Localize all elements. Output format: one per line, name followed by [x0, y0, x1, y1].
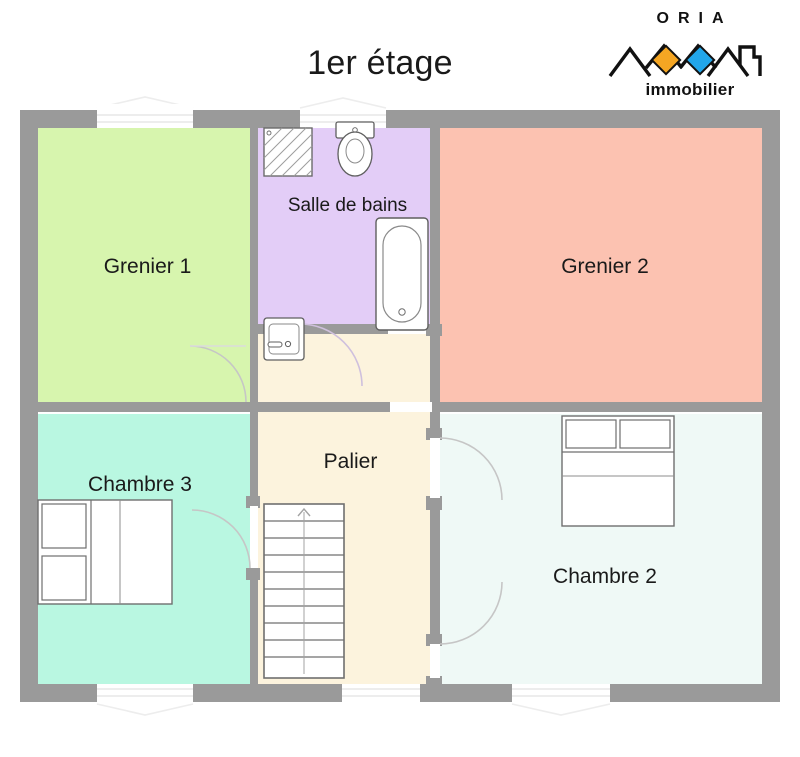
window-chambre3-bottom: [96, 684, 194, 716]
window-top-left-sill: [97, 104, 193, 110]
interior-walls: [20, 118, 780, 688]
jamb-a: [246, 402, 260, 412]
windows: [96, 96, 611, 716]
door-swing-arcs: [189, 323, 503, 645]
wall-top-c: [386, 110, 780, 128]
page-title: 1er étage: [307, 44, 453, 82]
door-gap-chambre2: [430, 644, 440, 678]
room-label-grenier1: Grenier 1: [103, 255, 192, 278]
door-arc-chambre3: [191, 509, 251, 569]
wall-bottom-c: [420, 684, 512, 702]
sink-icon: [263, 317, 305, 361]
door-arc-sdb: [299, 323, 363, 387]
bathtub-icon: [375, 217, 429, 331]
wall-v-palier-right-b: [430, 506, 440, 686]
wall-v-chambre3-palier-b: [250, 576, 258, 686]
brand-logo: ORIA immobilier: [600, 4, 780, 110]
wall-bottom-d: [610, 684, 780, 702]
jamb-f: [426, 496, 442, 510]
wall-h-sdb-bottom: [256, 324, 388, 334]
mountain-diamond-logo-icon: [608, 43, 762, 78]
door-gap-palier-bottom: [390, 402, 432, 412]
wall-top-a: [20, 110, 97, 128]
wall-bottom-b: [193, 684, 342, 702]
wall-v-grenier1-sdb: [250, 118, 258, 410]
wall-v-chambre3-palier-a: [250, 410, 258, 506]
wall-top-b: [193, 110, 300, 128]
brand-subtitle: immobilier: [645, 80, 735, 99]
jamb-e: [426, 428, 442, 440]
wall-h-grenier2-bottom: [430, 402, 780, 412]
wall-h-grenier1-bottom: [20, 402, 258, 412]
room-label-palier: Palier: [323, 450, 378, 473]
toilet-icon: [335, 121, 375, 177]
door-openings: [250, 402, 440, 678]
shower-icon: [263, 127, 313, 177]
wall-v-palier-right-a: [430, 330, 440, 438]
fixtures-bathroom: [263, 121, 429, 361]
staircase-icon: [263, 503, 345, 679]
brand-name: ORIA: [656, 10, 733, 27]
jamb-d: [426, 324, 442, 336]
floorplan-drawing: [20, 96, 780, 716]
bed-icon-chambre2: [561, 415, 675, 527]
door-arc-grenier1: [189, 345, 247, 403]
wall-v-sdb-grenier2: [430, 118, 440, 330]
door-gap-chambre3: [250, 506, 258, 568]
room-grenier1-fill: [38, 118, 256, 410]
room-label-chambre2: Chambre 2: [553, 565, 657, 588]
bed-icon-chambre3: [37, 499, 173, 605]
window-grenier1-top: [96, 96, 194, 128]
jamb-c: [246, 568, 260, 580]
window-chambre2-bottom: [511, 684, 611, 716]
room-label-grenier2: Grenier 2: [561, 255, 649, 278]
door-arc-chambre2: [439, 581, 503, 645]
wall-h-palier-mid: [258, 402, 390, 412]
jamb-b: [246, 496, 260, 508]
door-gap-grenier2: [430, 438, 440, 498]
room-grenier2-fill: [440, 118, 764, 410]
jamb-h: [426, 676, 442, 688]
jamb-g: [426, 634, 442, 646]
wall-bottom-a: [20, 684, 97, 702]
room-label-salle-de-bains: Salle de bains: [287, 195, 408, 216]
room-label-chambre3: Chambre 3: [88, 473, 192, 496]
door-arc-grenier2: [439, 437, 503, 501]
window-palier-bottom: [342, 684, 420, 702]
